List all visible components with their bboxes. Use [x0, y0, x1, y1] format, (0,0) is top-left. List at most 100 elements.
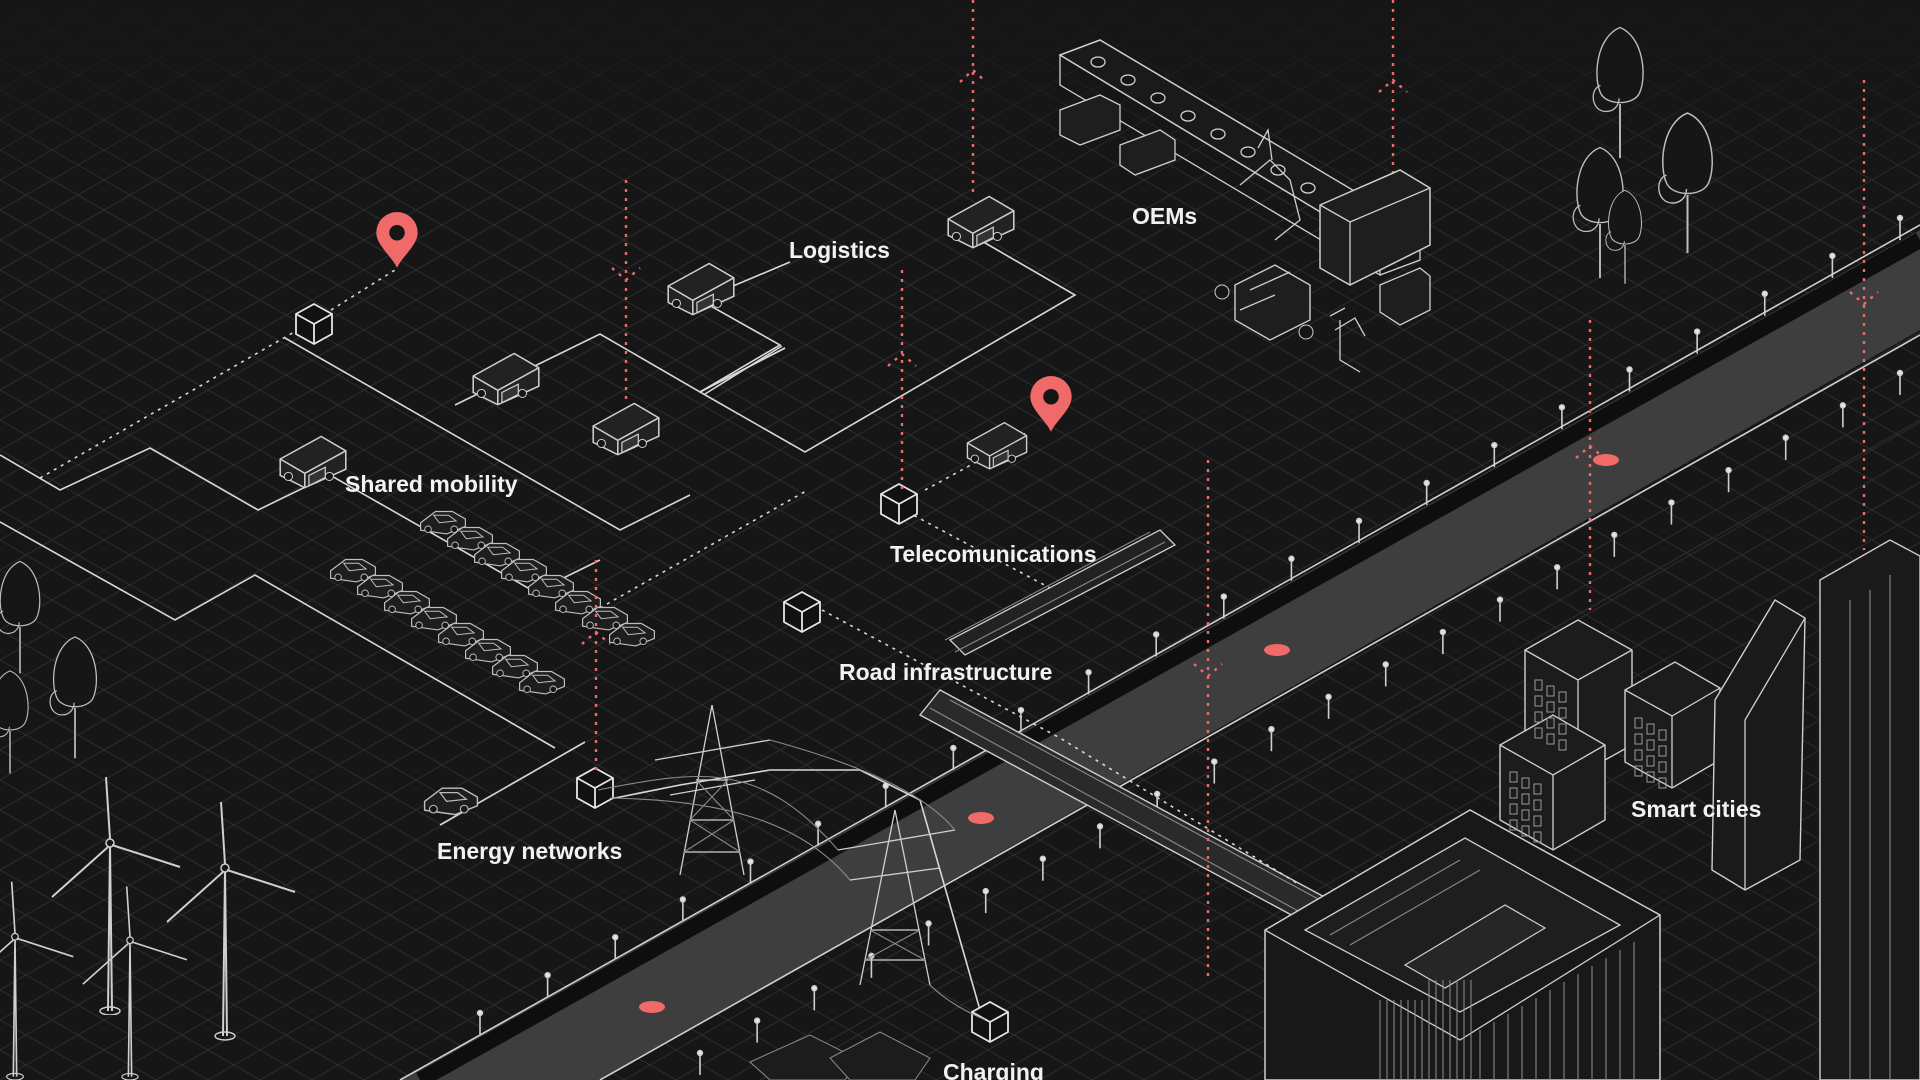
street-lamp-light	[1153, 790, 1161, 798]
conveyor-roller	[1090, 56, 1106, 68]
street-lamp-light	[1439, 628, 1447, 636]
street-lamp-light	[679, 896, 687, 903]
street-lamp-light	[1896, 369, 1904, 377]
conveyor-roller	[1180, 110, 1196, 122]
street-lamp-light	[1782, 434, 1789, 441]
highway-cars	[639, 454, 1619, 1013]
street-lamp-light	[950, 744, 957, 752]
window	[1509, 787, 1518, 799]
window	[1546, 685, 1555, 697]
window	[1509, 819, 1518, 831]
conveyor-roller	[1240, 146, 1256, 158]
window	[1546, 717, 1555, 729]
window	[1646, 755, 1655, 767]
window	[1558, 691, 1567, 703]
label-road-infrastructure: Road infrastructure	[839, 659, 1052, 685]
highway	[399, 214, 1920, 1080]
window	[1658, 777, 1667, 789]
window	[1521, 825, 1530, 837]
street-lamp-light	[1839, 402, 1847, 409]
window	[1534, 679, 1543, 691]
street-lamp-light	[1553, 564, 1561, 571]
street-lamp-light	[1268, 725, 1275, 733]
conveyor-roller	[1150, 92, 1166, 104]
window	[1634, 765, 1643, 777]
street-lamp-light	[1725, 466, 1732, 474]
window	[1634, 733, 1643, 745]
street-lamp-light	[1558, 404, 1566, 411]
street-lamp-light	[1896, 214, 1904, 222]
street-lamp-light	[544, 971, 551, 979]
window	[1534, 727, 1543, 739]
data-flow-lines	[581, 0, 1879, 980]
window	[1533, 815, 1542, 827]
street-lamp-light	[811, 985, 818, 992]
label-telecommunications: Telecomunications	[890, 541, 1097, 567]
window	[1634, 717, 1643, 729]
street-lamp-light	[1626, 366, 1633, 373]
label-charging: Charging	[943, 1059, 1044, 1080]
label-smart-cities: Smart cities	[1631, 796, 1761, 822]
street-lamp-light	[753, 1017, 761, 1024]
street-lamp-light	[925, 920, 932, 927]
conveyor-roller	[1120, 74, 1136, 86]
street-lamp-light	[1017, 706, 1025, 714]
street-lamp-light	[1491, 441, 1498, 449]
window	[1646, 771, 1655, 783]
window	[1558, 723, 1567, 735]
street-lamp-light	[1211, 758, 1218, 765]
street-lamp-light	[1085, 669, 1092, 676]
street-lamp-light	[1496, 596, 1504, 603]
street-lamp-light	[747, 858, 754, 865]
conveyor-roller	[1210, 128, 1226, 140]
conveyor-roller	[1300, 182, 1316, 194]
street-lamp-light	[1761, 290, 1768, 297]
street-lamp-light	[1668, 499, 1675, 506]
window	[1534, 711, 1543, 723]
labels: Logistics OEMs Shared mobility Telecomun…	[345, 203, 1761, 1080]
label-energy-networks: Energy networks	[437, 838, 622, 864]
window	[1634, 749, 1643, 761]
window	[1658, 729, 1667, 741]
window	[1558, 707, 1567, 719]
street-lamp-light	[1152, 631, 1160, 638]
city-buildings	[1499, 539, 1920, 1080]
window	[1533, 783, 1542, 795]
street-lamp-light	[1423, 479, 1430, 487]
street-lamp-light	[1039, 855, 1047, 862]
window	[1521, 809, 1530, 821]
window	[1534, 695, 1543, 707]
street-lamp-light	[612, 934, 619, 941]
window	[1546, 701, 1555, 713]
power-pylons	[597, 704, 986, 1021]
window	[1646, 739, 1655, 751]
window	[1658, 745, 1667, 757]
street-lamp-light	[1611, 531, 1618, 539]
solar-panels	[749, 1031, 931, 1080]
window	[1533, 799, 1542, 811]
street-lamp-light	[476, 1009, 484, 1017]
window	[1521, 777, 1530, 789]
window	[1558, 739, 1567, 751]
window	[1546, 733, 1555, 745]
label-oems: OEMs	[1132, 203, 1197, 229]
label-shared-mobility: Shared mobility	[345, 471, 518, 497]
street-lamp-light	[696, 1049, 704, 1057]
oem-factory	[1058, 39, 1431, 373]
street-lamp-light	[1355, 517, 1363, 525]
window	[1658, 761, 1667, 773]
window	[1533, 831, 1542, 843]
street-lamp-light	[1693, 328, 1701, 335]
street-lamp-light	[1288, 555, 1295, 562]
window	[1509, 803, 1518, 815]
window	[1646, 723, 1655, 735]
office-building	[1264, 809, 1661, 1080]
street-lamp-light	[1220, 593, 1228, 600]
label-logistics: Logistics	[789, 237, 890, 263]
street-lamp-light	[814, 820, 822, 827]
street-lamp-light	[982, 887, 989, 895]
street-lamp-light	[1325, 693, 1332, 701]
conveyor-roller	[1270, 164, 1286, 176]
street-lamp-light	[1096, 823, 1104, 830]
